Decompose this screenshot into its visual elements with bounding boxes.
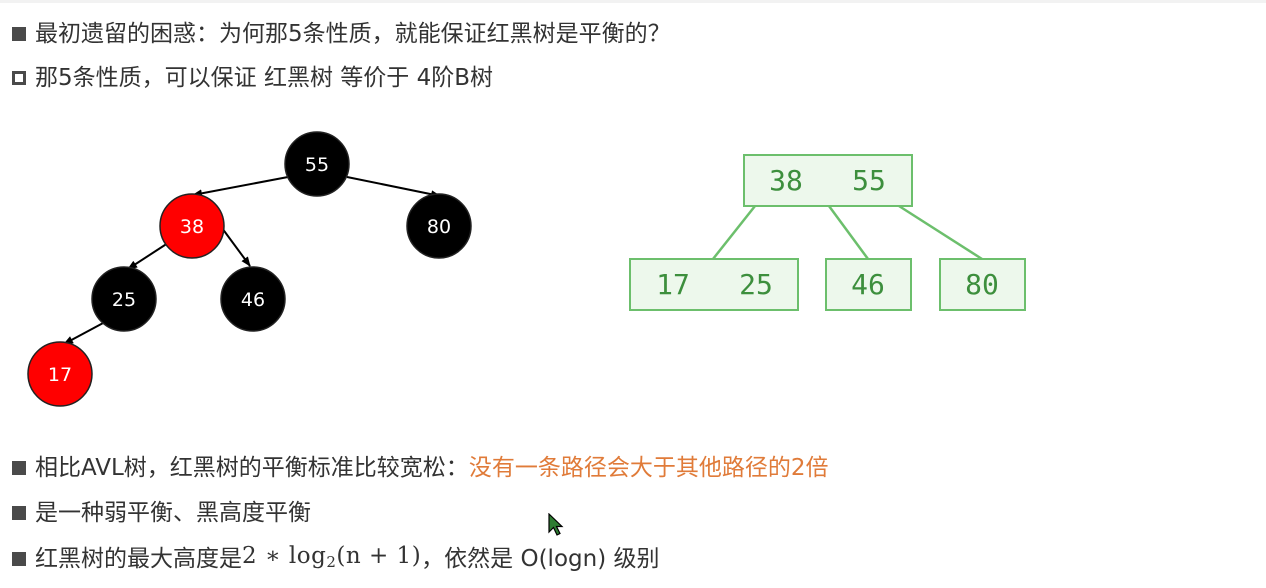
rb-node-55: 55 — [284, 131, 350, 197]
rb-node-38: 38 — [159, 193, 225, 259]
rb-edge-55-80 — [346, 176, 441, 199]
btree-key: 17 — [656, 268, 690, 301]
rb-edge-38-25 — [127, 242, 169, 270]
top-divider — [0, 0, 1266, 3]
btree-key: 25 — [739, 268, 773, 301]
rb-edge-55-38 — [192, 176, 289, 198]
rb-edge-38-46 — [221, 227, 251, 267]
btree-leaf-node-17-25: 17 25 — [629, 258, 799, 311]
btree-key: 38 — [769, 164, 803, 197]
bullet-text: ，依然是 O(logn) 级别 — [421, 546, 660, 572]
bullet-equivalence: 那5条性质，可以保证 红黑树 等价于 4阶B树 — [12, 63, 493, 93]
mouse-cursor-icon — [548, 513, 564, 536]
hollow-square-bullet-icon — [12, 71, 26, 85]
btree-edge-right — [898, 204, 983, 261]
btree-leaf-node-80: 80 — [939, 258, 1026, 311]
bullet-text: 最初遗留的困惑：为何那5条性质，就能保证红黑树是平衡的？ — [35, 21, 671, 47]
btree-edge-middle — [827, 205, 870, 260]
square-bullet-icon — [12, 506, 26, 520]
max-height-formula: 2 ∗ log2(n + 1) — [242, 541, 421, 577]
bullet-text: 那5条性质，可以保证 红黑树 等价于 4阶B树 — [35, 65, 493, 91]
square-bullet-icon — [12, 461, 26, 475]
rb-node-label: 80 — [427, 216, 451, 238]
rb-node-label: 46 — [241, 289, 265, 311]
rb-node-label: 55 — [305, 154, 329, 176]
rb-node-label: 38 — [180, 216, 204, 238]
rb-node-label: 25 — [112, 289, 136, 311]
formula-part: 2 ∗ log — [242, 543, 327, 569]
bullet-text: 相比AVL树，红黑树的平衡标准比较宽松： — [35, 455, 469, 481]
btree-leaf-node-46: 46 — [825, 258, 912, 311]
rb-node-17: 17 — [27, 341, 93, 407]
bullet-text: 红黑树的最大高度是 — [35, 546, 242, 572]
rb-edge-25-17 — [63, 321, 106, 345]
btree-edge-left — [712, 205, 756, 260]
btree-root-node: 38 55 — [743, 154, 913, 207]
rb-node-25: 25 — [91, 266, 157, 332]
bullet-text: 是一种弱平衡、黑高度平衡 — [35, 500, 311, 526]
btree-key: 46 — [851, 268, 885, 301]
square-bullet-icon — [12, 27, 26, 41]
btree-edges — [712, 204, 983, 261]
rb-node-80: 80 — [406, 193, 472, 259]
bullet-initial-question: 最初遗留的困惑：为何那5条性质，就能保证红黑树是平衡的？ — [12, 19, 671, 49]
rb-node-label: 17 — [48, 364, 72, 386]
bullet-max-height: 红黑树的最大高度是 2 ∗ log2(n + 1) ，依然是 O(logn) 级… — [12, 541, 659, 577]
btree-key: 80 — [965, 268, 999, 301]
square-bullet-icon — [12, 552, 26, 566]
bullet-weak-balance: 是一种弱平衡、黑高度平衡 — [12, 498, 311, 528]
rb-tree-edges — [63, 176, 441, 345]
formula-subscript: 2 — [326, 553, 337, 571]
highlighted-text: 没有一条路径会大于其他路径的2倍 — [468, 455, 829, 481]
rb-node-46: 46 — [220, 266, 286, 332]
bullet-balance-standard: 相比AVL树，红黑树的平衡标准比较宽松： 没有一条路径会大于其他路径的2倍 — [12, 453, 828, 483]
btree-key: 55 — [852, 164, 886, 197]
formula-part: (n + 1) — [336, 543, 422, 569]
